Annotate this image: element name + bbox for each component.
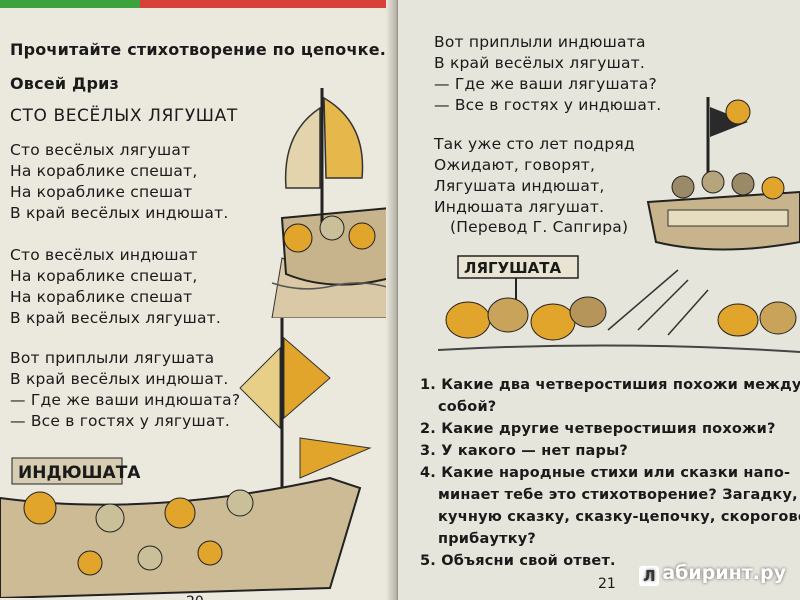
question-line: минает тебе это стихотворение? Загадку, … xyxy=(438,487,800,503)
poem-line: На кораблике спешат xyxy=(10,288,193,306)
poem-line: — Где же ваши лягушата? xyxy=(434,75,657,93)
right-page: Вот приплыли индюшата В край весёлых ляг… xyxy=(398,0,800,600)
poem-line: Вот приплыли индюшата xyxy=(434,33,646,51)
stanza-2: Сто весёлых индюшат На кораблике спешат,… xyxy=(10,245,221,329)
poem-line: — Где же ваши индюшата? xyxy=(10,391,241,409)
poem-line: В край весёлых индюшат. xyxy=(10,370,229,388)
questions-list: 1. Какие два четверостишия похожи между … xyxy=(420,374,800,572)
poem-line: В край весёлых лягушат. xyxy=(434,54,646,72)
stanza-3: Вот приплыли лягушата В край весёлых инд… xyxy=(10,348,240,432)
poem-line: На кораблике спешат, xyxy=(10,162,198,180)
turkey-boat-illustration xyxy=(646,97,800,251)
ship-label: ИНДЮШАТА xyxy=(18,463,141,483)
page-number-right: 21 xyxy=(598,576,616,592)
watermark-text: абиринт.ру xyxy=(662,562,786,584)
poem-line: — Все в гостях у индюшат. xyxy=(434,96,662,114)
question-line: кучную сказку, сказку-цепочку, скорогово… xyxy=(438,509,800,525)
poem-line: Так уже сто лет подряд xyxy=(434,135,635,153)
instruction: Прочитайте стихотворение по цепочке. xyxy=(10,40,387,59)
translator-note: (Перевод Г. Сапгира) xyxy=(450,218,629,236)
question-line: 2. Какие другие четверостишия похожи? xyxy=(420,421,776,437)
poem-line: На кораблике спешат, xyxy=(10,267,198,285)
frog-ship-illustration xyxy=(271,88,391,318)
poem-line: Сто весёлых лягушат xyxy=(10,141,191,159)
poem-title: СТО ВЕСЁЛЫХ ЛЯГУШАТ xyxy=(10,106,238,126)
question-line: 5. Объясни свой ответ. xyxy=(420,553,616,569)
turkey-ship-illustration: ИНДЮШАТА xyxy=(0,318,372,598)
stanza-1: Сто весёлых лягушат На кораблике спешат,… xyxy=(10,140,228,224)
poem-line: Лягушата индюшат, xyxy=(434,177,605,195)
poem-line: Сто весёлых индюшат xyxy=(10,246,198,264)
poem-line: Вот приплыли лягушата xyxy=(10,349,215,367)
poem-line: Ожидают, говорят, xyxy=(434,156,596,174)
poem-author: Овсей Дриз xyxy=(10,74,120,93)
stanza-5: Так уже сто лет подряд Ожидают, говорят,… xyxy=(434,134,635,218)
page-number-left: 20 xyxy=(186,594,204,600)
poem-line: В край весёлых лягушат. xyxy=(10,309,222,327)
question-line: 3. У какого — нет пары? xyxy=(420,443,629,459)
question-line: прибаутку? xyxy=(438,531,537,547)
poem-line: В край весёлых индюшат. xyxy=(10,204,229,222)
poem-line: Индюшата лягушат. xyxy=(434,198,605,216)
poem-line: — Все в гостях у лягушат. xyxy=(10,412,230,430)
left-page: Прочитайте стихотворение по цепочке. Овс… xyxy=(0,8,392,600)
question-line: 1. Какие два четверостишия похожи между xyxy=(420,377,800,393)
question-line: 4. Какие народные стихи или сказки напо- xyxy=(420,465,791,481)
question-line: собой? xyxy=(438,399,497,415)
sign-label: ЛЯГУШАТА xyxy=(464,259,562,277)
stanza-4: Вот приплыли индюшата В край весёлых ляг… xyxy=(434,32,661,116)
poem-line: На кораблике спешат xyxy=(10,183,193,201)
watermark-logo-icon: Л xyxy=(639,566,660,586)
turkeys-shore-illustration: ЛЯГУШАТА xyxy=(438,255,800,353)
